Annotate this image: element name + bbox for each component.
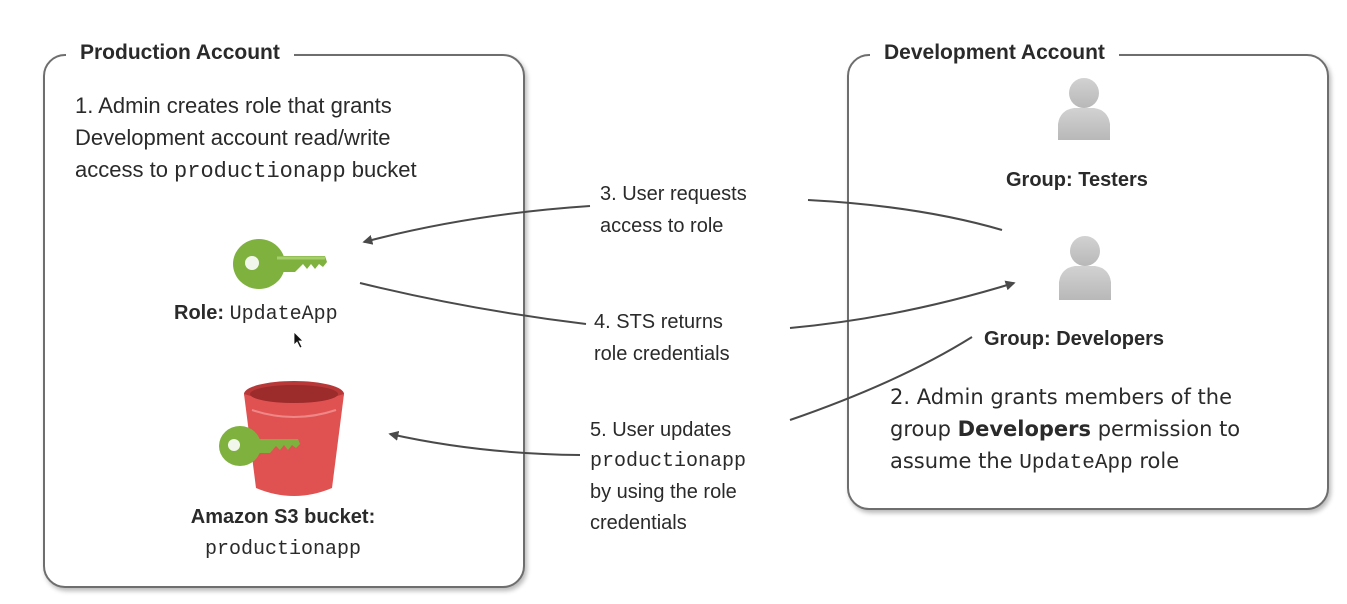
step4-line1: 4. STS returns — [594, 311, 723, 333]
step4-line2: role credentials — [594, 343, 730, 365]
step5-line1: 5. User updates — [590, 419, 732, 441]
arrow-step5-right — [789, 336, 973, 421]
step3-line1: 3. User requests — [600, 183, 747, 205]
step5-line2-code: productionapp — [590, 450, 747, 473]
step3-text: 3. User requests access to role — [600, 178, 747, 242]
step1-line3-b: bucket — [345, 157, 417, 182]
step2-line3-a: assume the — [890, 449, 1020, 473]
group-developers-label: Group: Developers — [984, 328, 1165, 350]
step5-line3: by using the role — [590, 481, 737, 503]
user-group-icon — [1059, 236, 1111, 300]
development-account-title: Development Account — [870, 41, 1119, 65]
step1-line1: 1. Admin creates role that grants — [75, 93, 392, 118]
role-name: UpdateApp — [229, 303, 338, 326]
step1-line3-code: productionapp — [174, 159, 346, 184]
arrow-step4-left — [359, 282, 587, 325]
step2-line3-code: UpdateApp — [1019, 452, 1133, 475]
step2-line2-bold: Developers — [957, 417, 1092, 441]
role-label-prefix: Role: — [174, 302, 224, 324]
bucket-name: productionapp — [204, 538, 362, 561]
step1-text: 1. Admin creates role that grants Develo… — [75, 90, 417, 188]
arrow-step3-left — [362, 205, 591, 245]
step2-line3-b: role — [1132, 449, 1180, 473]
bucket-key-icon — [219, 426, 300, 466]
step5-text: 5. User updates productionapp by using t… — [590, 415, 746, 539]
step2-line2-a: group — [890, 417, 958, 441]
arrow-step3-right — [807, 199, 1003, 231]
step1-line2: Development account read/write — [75, 125, 391, 150]
step2-line2: group Developers permission to — [890, 413, 1240, 445]
step1-line3: access to productionapp bucket — [75, 154, 417, 188]
step3-line2: access to role — [600, 215, 724, 237]
step4-text: 4. STS returns role credentials — [594, 306, 730, 370]
arrow-step5-left — [388, 430, 581, 456]
step2-text: 2. Admin grants members of the group Dev… — [890, 381, 1240, 480]
production-account-box — [43, 54, 525, 588]
step2-line2-b: permission to — [1091, 417, 1241, 441]
step5-line4: credentials — [590, 512, 687, 534]
key-icon — [233, 239, 327, 289]
arrow-step4-right — [789, 280, 1016, 329]
step1-line3-a: access to — [75, 157, 175, 182]
group-testers-label: Group: Testers — [1006, 169, 1148, 191]
role-label: Role: UpdateApp — [174, 302, 338, 326]
bucket-label: Amazon S3 bucket: — [190, 506, 376, 528]
step2-line1: 2. Admin grants members of the — [890, 385, 1233, 409]
user-group-icon — [1058, 78, 1110, 140]
step2-line3: assume the UpdateApp role — [890, 445, 1240, 480]
production-account-title: Production Account — [66, 41, 294, 65]
cursor-icon — [293, 331, 304, 349]
